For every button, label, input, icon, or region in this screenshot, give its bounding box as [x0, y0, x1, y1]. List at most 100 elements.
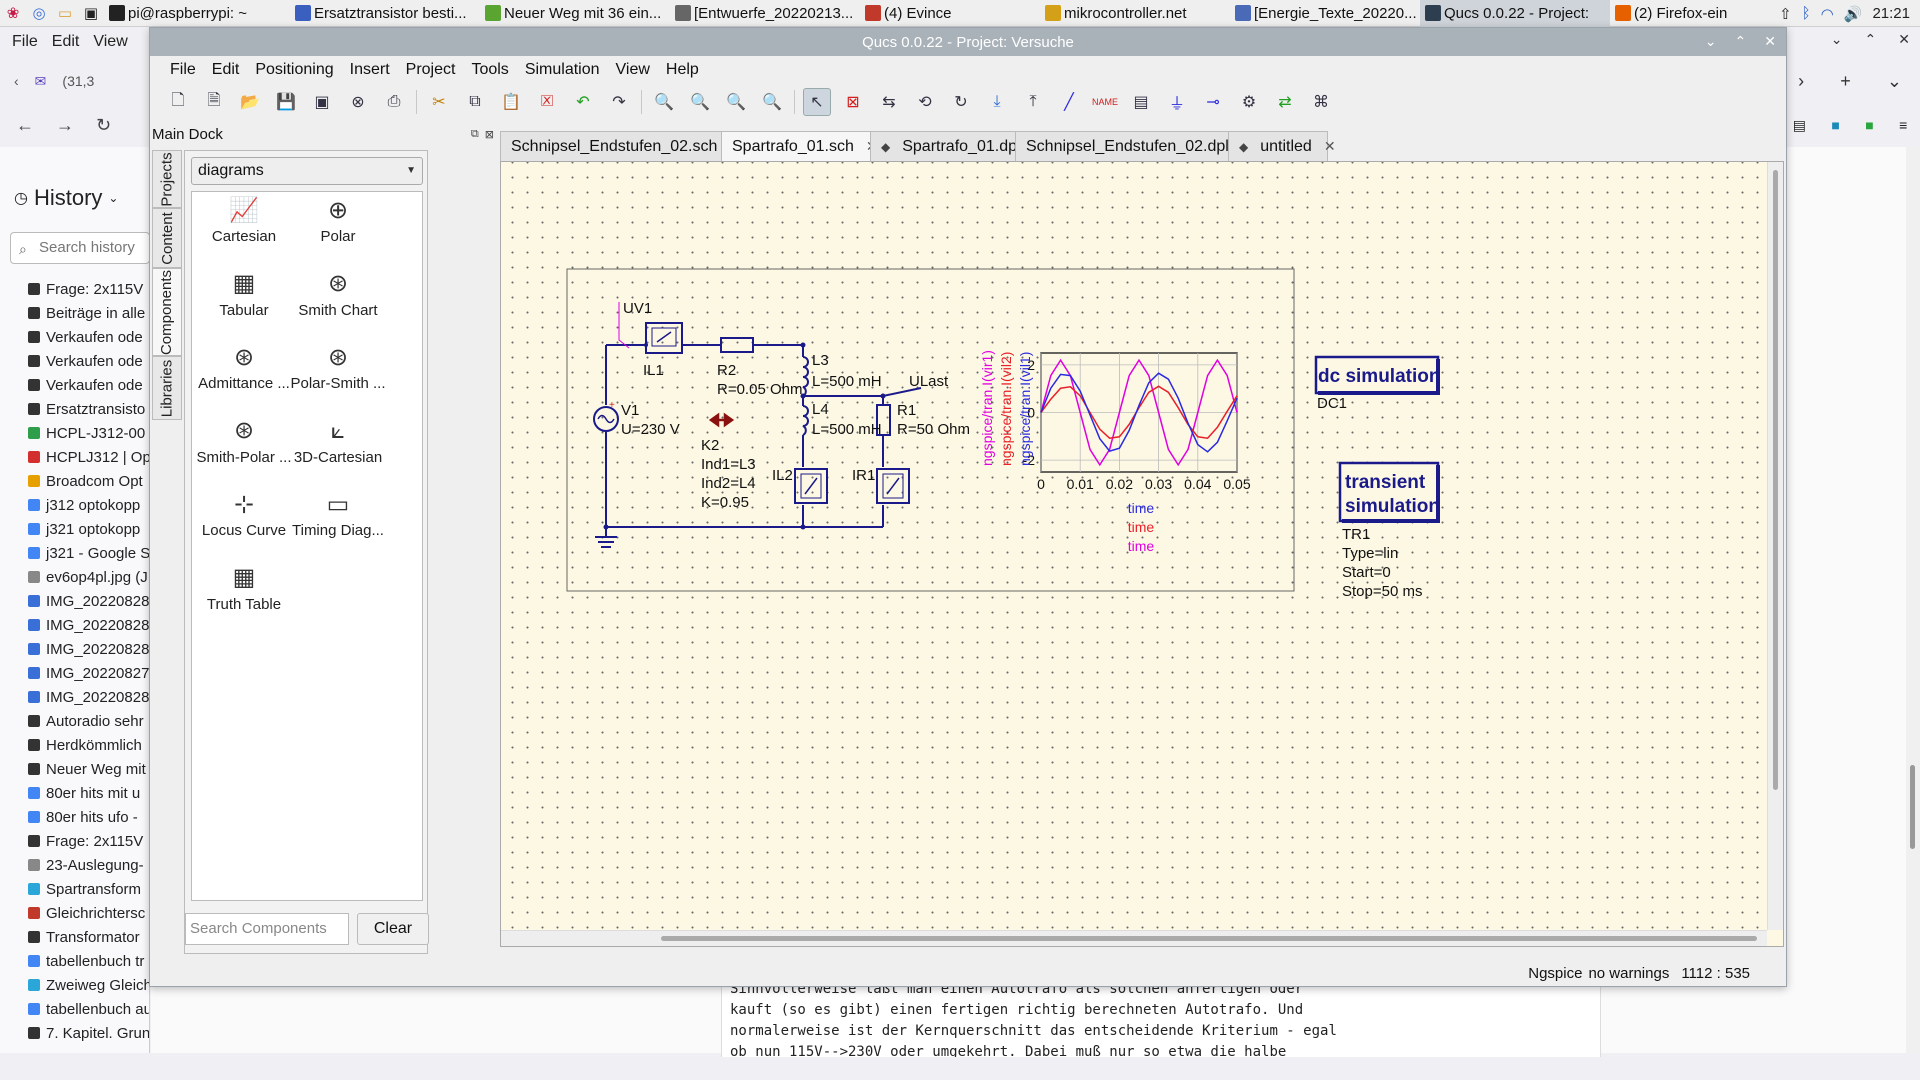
history-item[interactable]: ev6op4pl.jpg (J — [28, 565, 149, 589]
paste-icon[interactable]: 📋 — [501, 94, 521, 111]
close-icon[interactable]: ✕ — [1764, 33, 1776, 49]
forward-icon[interactable]: → — [56, 114, 74, 135]
clear-button[interactable]: Clear — [357, 913, 429, 945]
maximize-icon[interactable]: ⌃ — [1734, 33, 1747, 49]
tab-projects[interactable]: Projects — [152, 150, 182, 208]
history-item[interactable]: Beiträge in alle — [28, 301, 149, 325]
history-title[interactable]: ◷ History ⌄ — [14, 185, 118, 211]
history-item[interactable]: 80er hits ufo - — [28, 805, 149, 829]
component-item[interactable]: ▭Timing Diag... — [286, 486, 390, 556]
print-icon[interactable]: ⎙ — [387, 93, 401, 110]
history-item[interactable]: HCPLJ312 | Op — [28, 445, 149, 469]
select-pointer-icon[interactable]: ↖ — [803, 88, 831, 116]
history-item[interactable]: IMG_20220828 — [28, 589, 149, 613]
component-item[interactable]: ⊛Smith Chart — [286, 266, 390, 336]
save-icon[interactable]: 💾 — [276, 94, 296, 111]
menu-tools[interactable]: Tools — [471, 61, 509, 78]
history-item[interactable]: Herdkömmlich — [28, 733, 149, 757]
menu-insert[interactable]: Insert — [349, 61, 390, 78]
history-item[interactable]: Verkaufen ode — [28, 325, 149, 349]
new-tab-icon[interactable]: + — [1840, 70, 1851, 91]
component-item[interactable]: ⊛Polar-Smith ... — [286, 339, 390, 409]
menu-help[interactable]: Help — [665, 61, 699, 78]
canvas-vertical-scrollbar[interactable] — [1767, 162, 1783, 930]
equation-icon[interactable]: ▤ — [1133, 94, 1149, 111]
component-item[interactable]: 📈Cartesian — [192, 192, 296, 262]
doc-tab[interactable]: Spartrafo_01.sch✕ — [721, 131, 878, 161]
history-item[interactable]: Neuer Weg mit — [28, 757, 149, 781]
ground-icon[interactable]: ⏚ — [1168, 96, 1185, 113]
menu-file[interactable]: File — [170, 61, 196, 78]
taskbar-task[interactable]: [Entwuerfe_20220213... — [670, 0, 860, 27]
scroll-thumb[interactable] — [1910, 765, 1915, 849]
hscroll-thumb[interactable] — [661, 936, 1757, 941]
taskbar-task[interactable]: mikrocontroller.net — [1040, 0, 1230, 27]
enter-subcircuit-icon[interactable]: ⤓ — [993, 93, 1001, 110]
dock-float-icon[interactable]: ⧉ — [470, 128, 479, 140]
history-item[interactable]: Zweiweg Gleichrichtsc — [28, 973, 149, 997]
firefox-tab-fragment[interactable]: (31,3 — [62, 73, 95, 89]
minimize-icon[interactable]: ⌄ — [1830, 31, 1843, 47]
component-item[interactable]: ⟀3D-Cartesian — [286, 413, 390, 483]
clock[interactable]: 21:21 — [1872, 5, 1910, 22]
menu-view[interactable]: View — [615, 61, 650, 78]
taskbar-task[interactable]: Qucs 0.0.22 - Project: — [1420, 0, 1610, 27]
menu-edit[interactable]: Edit — [211, 61, 240, 78]
history-item[interactable]: Broadcom Opt — [28, 469, 149, 493]
wire-label-icon[interactable]: NAME — [1091, 97, 1118, 107]
addon-icon[interactable]: ■ — [1865, 117, 1874, 133]
taskbar-task[interactable]: (4) Evince — [860, 0, 980, 27]
menu-project[interactable]: Project — [405, 61, 456, 78]
tab-components[interactable]: Components — [152, 268, 182, 356]
zoom-1-icon[interactable]: 🔍 — [762, 94, 782, 111]
wire-icon[interactable]: ╱ — [1064, 94, 1074, 111]
ff-menu-file[interactable]: File — [12, 33, 38, 50]
tab-scroll-right-icon[interactable]: › — [1798, 70, 1805, 91]
reader-icon[interactable]: ▤ — [1792, 116, 1806, 133]
cut-icon[interactable]: ✂ — [432, 94, 446, 111]
history-item[interactable]: Frage: 2x115V — [28, 277, 149, 301]
leave-subcircuit-icon[interactable]: ⤒ — [1029, 93, 1037, 110]
dock-close-icon[interactable]: ⊠ — [484, 129, 494, 141]
history-item[interactable]: tabellenbuch tr — [28, 949, 149, 973]
upload-icon[interactable]: ⇧ — [1779, 5, 1792, 23]
taskbar-task[interactable]: Neuer Weg mit 36 ein... — [480, 0, 670, 27]
terminal-launcher-icon[interactable]: ▣ — [83, 5, 99, 22]
hamburger-menu-icon[interactable]: ≡ — [1899, 117, 1908, 133]
history-item[interactable]: IMG_20220827 — [28, 661, 149, 685]
close-icon[interactable]: ✕ — [1898, 31, 1910, 47]
close-doc-icon[interactable]: ⊗ — [351, 94, 365, 111]
bluetooth-icon[interactable]: ᛒ — [1801, 5, 1811, 22]
vscroll-thumb[interactable] — [1773, 170, 1778, 790]
history-item[interactable]: Verkaufen ode — [28, 349, 149, 373]
history-item[interactable]: Spartransform — [28, 877, 149, 901]
reload-icon[interactable]: ↻ — [96, 114, 112, 135]
component-item[interactable]: ▦Truth Table — [192, 560, 296, 630]
maximize-icon[interactable]: ⌃ — [1864, 31, 1877, 47]
tab-list-icon[interactable]: ⌄ — [1886, 70, 1902, 91]
history-item[interactable]: 23-Auslegung- — [28, 853, 149, 877]
extension-icon[interactable]: ■ — [1831, 117, 1840, 133]
taskbar-task[interactable]: (2) Firefox-ein — [1610, 0, 1750, 27]
mirror-y-icon[interactable]: ⟲ — [918, 94, 932, 111]
history-item[interactable]: Transformator — [28, 925, 149, 949]
schematic-canvas[interactable]: + — [501, 162, 1767, 930]
copy-icon[interactable]: ⧉ — [469, 93, 481, 110]
zoom-out-icon[interactable]: 🔍 — [726, 94, 746, 111]
zoom-fit-icon[interactable]: 🔍 — [654, 94, 674, 111]
delete-icon[interactable]: 🗵 — [540, 93, 554, 110]
undo-icon[interactable]: ↶ — [576, 94, 590, 111]
component-item[interactable]: ⊹Locus Curve — [192, 486, 296, 556]
history-item[interactable]: 7. Kapitel. Grundlegenc — [28, 1021, 149, 1045]
doc-tab[interactable]: Schnipsel_Endstufen_02.sch✕ — [500, 131, 741, 161]
new-file-icon[interactable]: 🗋 — [171, 91, 185, 109]
history-search-input[interactable]: ⌕ Search history — [10, 232, 149, 264]
taskbar-task[interactable]: [Energie_Texte_20220... — [1230, 0, 1420, 27]
menu-positioning[interactable]: Positioning — [255, 61, 334, 78]
tab-scroll-left-icon[interactable]: ‹ — [14, 73, 19, 89]
component-item[interactable]: ⊛Admittance ... — [192, 339, 296, 409]
history-item[interactable]: IMG_20220828 — [28, 637, 149, 661]
component-item[interactable]: ⊛Smith-Polar ... — [192, 413, 296, 483]
data-display-icon[interactable]: ⇄ — [1278, 94, 1292, 111]
history-item[interactable]: IMG_20220828 — [28, 613, 149, 637]
